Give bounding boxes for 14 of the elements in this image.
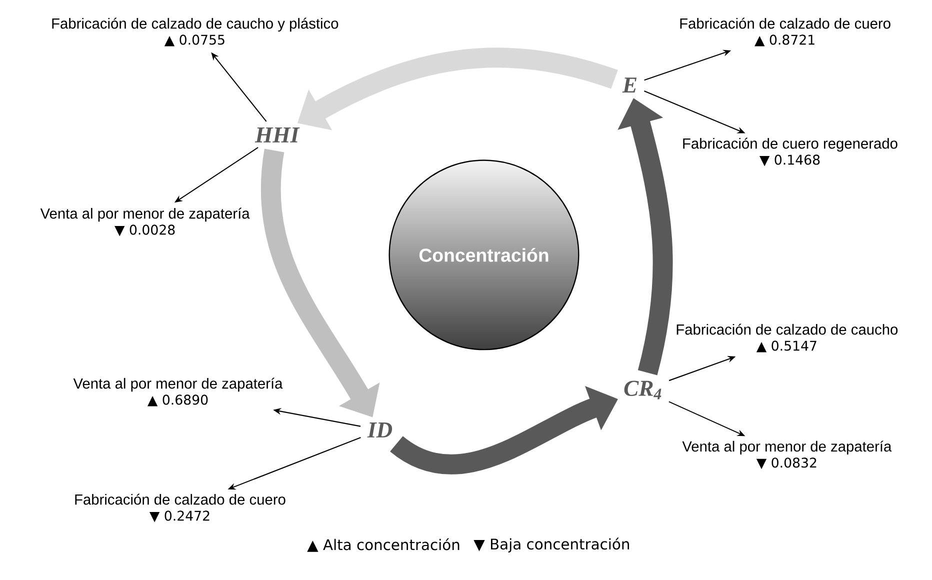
sector-value-label: Fabricación de calzado de caucho y plástico ▲ 0.0755 bbox=[52, 18, 338, 46]
index-label: CR$_{4}$ bbox=[624, 380, 662, 400]
sector-value-label: Fabricación de cuero regenerado ▼ 0.1468 bbox=[683, 138, 898, 166]
sector-value-label: Venta al por menor de zapatería ▼ 0.0028 bbox=[40, 208, 250, 236]
index-label: E bbox=[622, 78, 637, 92]
sector-value-label: Venta al por menor de zapatería ▼ 0.0832 bbox=[682, 440, 892, 470]
legend-text: ▲ Alta concentración bbox=[307, 538, 460, 552]
index-label: HHI bbox=[254, 128, 300, 142]
sector-value-label: Fabricación de calzado de caucho ▲ 0.5147 bbox=[676, 324, 898, 352]
legend-text: ▼ Baja concentración bbox=[474, 538, 629, 552]
index-label: ID bbox=[367, 422, 392, 438]
sector-value-label: Fabricación de calzado de cuero ▲ 0.8721 bbox=[680, 18, 890, 46]
sector-value-label: Venta al por menor de zapatería ▲ 0.6890 bbox=[73, 378, 283, 406]
sector-value-label: Fabricación de calzado de cuero ▼ 0.2472 bbox=[75, 494, 286, 522]
